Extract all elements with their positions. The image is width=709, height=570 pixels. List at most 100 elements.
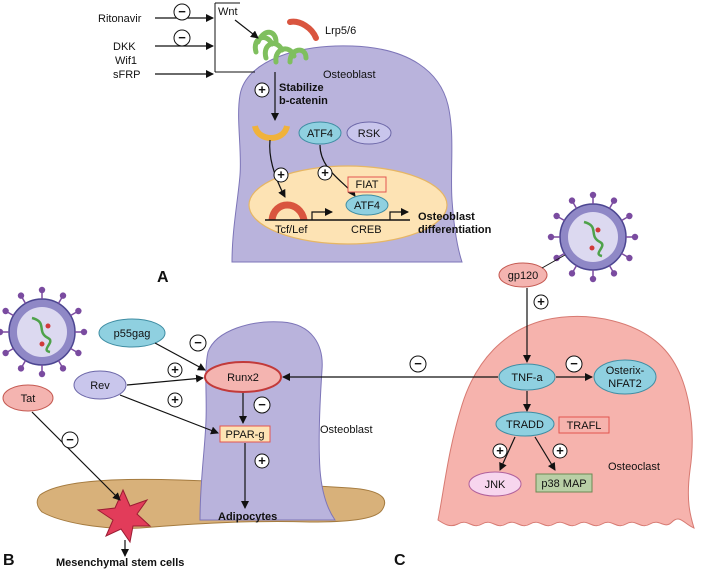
minus-sign-tnfa-runx2: − xyxy=(409,355,427,373)
lrp-receptor-icon xyxy=(287,18,319,41)
virus-spike-head xyxy=(75,307,82,315)
virus-spike-head xyxy=(0,328,4,336)
virus-spike-head xyxy=(568,197,576,204)
b-catenin-icon xyxy=(252,124,290,141)
panel-a-label: A xyxy=(157,269,169,286)
plus-sign-bcatenin: + xyxy=(273,167,289,183)
virus-spike-head xyxy=(589,191,597,199)
panel-b: Osteoblast p55gag Rev Tat Runx2 − + xyxy=(0,286,386,569)
wif1-label: Wif1 xyxy=(115,55,137,67)
b-catenin-label: b-catenin xyxy=(279,95,328,107)
svg-text:−: − xyxy=(414,356,422,371)
svg-text:FIAT: FIAT xyxy=(355,179,378,191)
osterix-nfat2-node xyxy=(593,359,657,395)
svg-text:TRADD: TRADD xyxy=(506,419,544,431)
svg-text:TNF-a: TNF-a xyxy=(511,372,543,384)
stabilize-label: Stabilize xyxy=(279,82,324,94)
svg-text:+: + xyxy=(171,392,179,407)
svg-text:NFAT2: NFAT2 xyxy=(608,378,641,390)
minus-sign-osterix: − xyxy=(565,355,583,373)
svg-text:p38 MAP: p38 MAP xyxy=(541,478,586,490)
wnt-label: Wnt xyxy=(218,6,238,18)
svg-text:−: − xyxy=(258,397,266,412)
virus-spike-head xyxy=(2,349,9,357)
svg-text:JNK: JNK xyxy=(485,479,506,491)
plus-sign-pparg: + xyxy=(254,453,270,469)
plus-sign-atf4: + xyxy=(317,165,333,181)
minus-sign-p55gag: − xyxy=(189,334,207,352)
sfrp-label: sFRP xyxy=(113,69,141,81)
svg-text:+: + xyxy=(277,167,285,182)
creb-label: CREB xyxy=(351,224,382,236)
svg-text:ATF4: ATF4 xyxy=(354,200,380,212)
svg-text:Tat: Tat xyxy=(21,393,36,405)
virus-spike-head xyxy=(589,275,597,283)
svg-text:−: − xyxy=(178,4,186,19)
tat-node xyxy=(2,384,54,412)
virus-spike-head xyxy=(610,270,618,277)
tcf-lef-label: Tcf/Lef xyxy=(275,224,308,236)
svg-text:p55gag: p55gag xyxy=(114,328,151,340)
svg-text:+: + xyxy=(321,165,329,180)
virus-spike-head xyxy=(568,270,576,277)
fiat-box xyxy=(347,176,387,193)
svg-text:Rev: Rev xyxy=(90,380,110,392)
gp120-node xyxy=(498,262,548,288)
plus-sign-stabilize: + xyxy=(254,82,270,98)
stem-cell-star-icon xyxy=(96,488,152,544)
osteoblast-out-label: Osteoblast xyxy=(418,211,475,223)
virus-spike-head xyxy=(80,328,88,336)
virus-spike-head xyxy=(631,233,639,241)
svg-text:Osterix-: Osterix- xyxy=(606,365,645,377)
tcf-lef-icon xyxy=(268,201,308,222)
virus-spike-head xyxy=(59,292,67,299)
hiv-virus-icon-c xyxy=(547,191,639,283)
minus-sign-ritonavir: − xyxy=(173,3,191,21)
differentiation-label: differentiation xyxy=(418,224,492,236)
atf4-nuclear-node xyxy=(345,194,389,216)
atf4-node xyxy=(298,121,342,145)
panel-b-label: B xyxy=(3,552,15,569)
p55gag-node xyxy=(98,318,166,348)
svg-text:+: + xyxy=(171,362,179,377)
virus-spike-head xyxy=(17,365,25,372)
tnfa-node xyxy=(498,363,556,391)
virus-spike-head xyxy=(553,254,560,262)
plus-sign-rev-pparg: + xyxy=(167,392,183,408)
plus-sign-rev-runx2: + xyxy=(167,362,183,378)
dkk-label: DKK xyxy=(113,41,136,53)
virus-spike-head xyxy=(38,286,46,294)
panel-c-label: C xyxy=(394,552,406,569)
minus-sign-dkk: − xyxy=(173,29,191,47)
ritonavir-label: Ritonavir xyxy=(98,13,142,25)
virus-spike-head xyxy=(626,254,633,262)
virus-spike-head xyxy=(547,233,555,241)
svg-text:ATF4: ATF4 xyxy=(307,128,333,140)
osteoclast-label: Osteoclast xyxy=(608,461,660,473)
frizzled-receptor-icon xyxy=(252,29,309,65)
osteoblast-label-b: Osteoblast xyxy=(320,424,373,436)
pparg-box xyxy=(219,425,271,443)
virus-spike-head xyxy=(626,212,633,220)
lrp-label: Lrp5/6 xyxy=(325,25,356,37)
svg-text:RSK: RSK xyxy=(358,128,381,140)
svg-text:gp120: gp120 xyxy=(508,270,539,282)
minus-sign-tat: − xyxy=(61,431,79,449)
svg-text:+: + xyxy=(258,453,266,468)
panel-a: Ritonavir DKK Wif1 sFRP − − Wnt Lrp5/6 O… xyxy=(98,2,492,286)
plus-sign-p38: + xyxy=(552,443,568,459)
runx2-node xyxy=(204,361,282,393)
virus-spike-head xyxy=(75,349,82,357)
minus-sign-runx2-pparg: − xyxy=(253,396,271,414)
svg-text:TRAFL: TRAFL xyxy=(567,420,602,432)
svg-text:−: − xyxy=(570,356,578,371)
p38-map-box xyxy=(535,473,593,493)
svg-text:PPAR-g: PPAR-g xyxy=(226,429,265,441)
svg-text:+: + xyxy=(537,294,545,309)
svg-text:+: + xyxy=(258,82,266,97)
plus-sign-gp120: + xyxy=(533,294,549,310)
panel-c: Osteoclast gp120 + TNF-a − − xyxy=(282,191,695,569)
svg-text:−: − xyxy=(66,432,74,447)
